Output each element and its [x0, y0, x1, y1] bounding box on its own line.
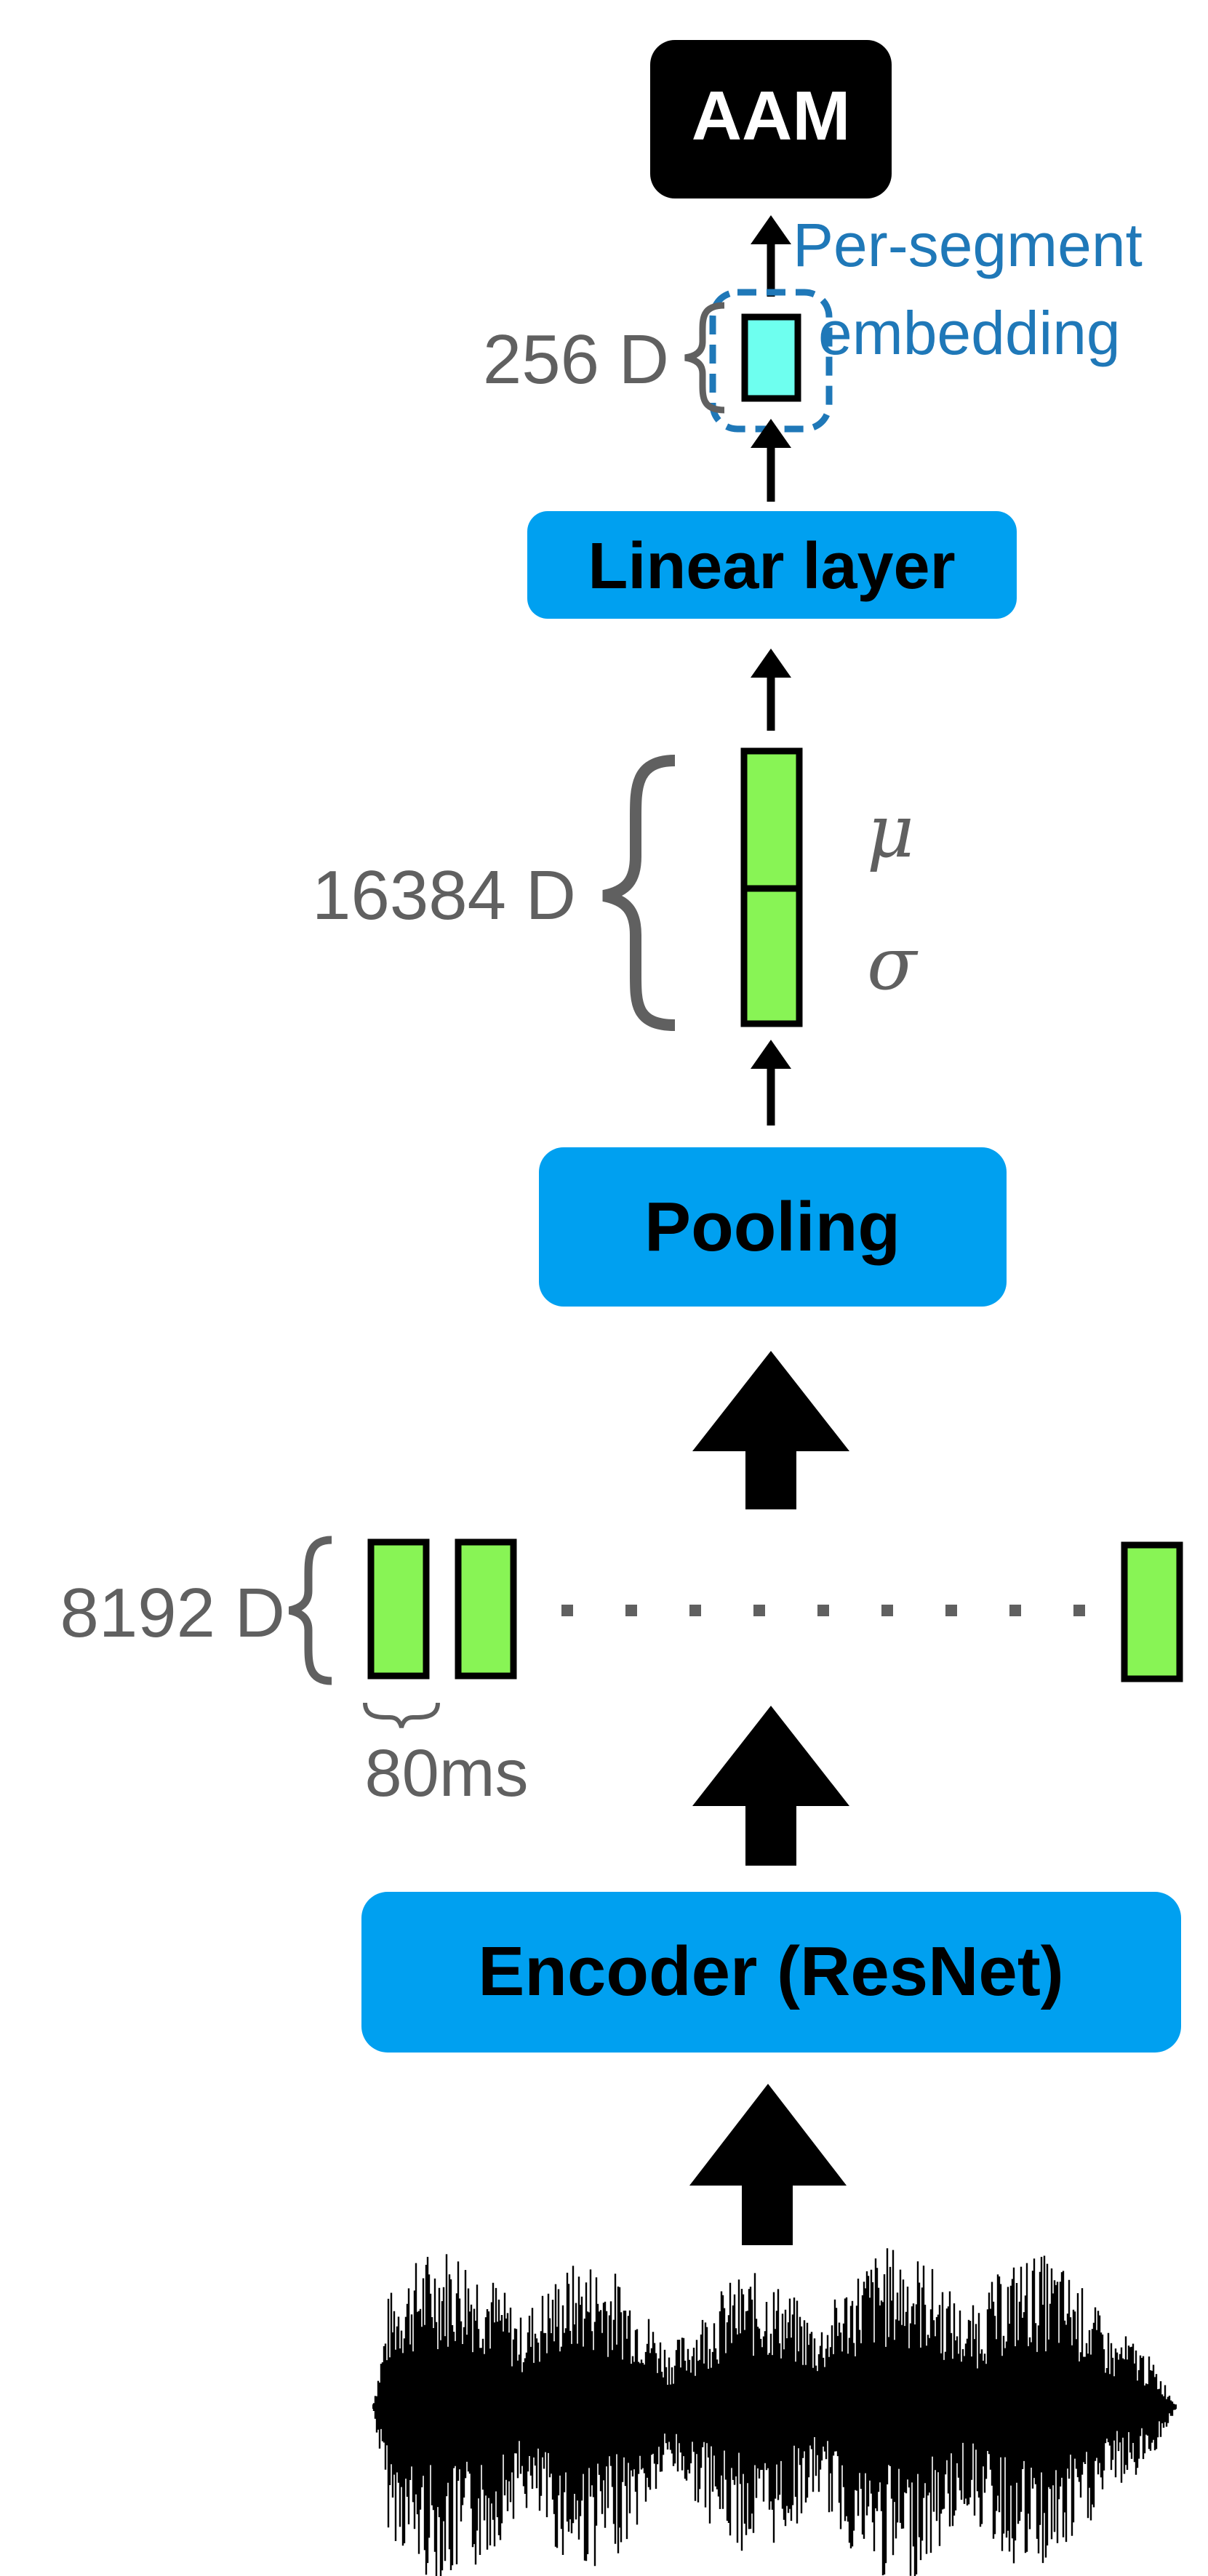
encoder-box: [361, 1892, 1181, 2053]
frame-duration-label: 80ms: [365, 1736, 529, 1810]
pooled-statistics: μ σ: [740, 747, 919, 1027]
frame-feature-2: [455, 1538, 517, 1680]
waveform-trace: [372, 2248, 1177, 2576]
dim-16384-label: 16384 D: [312, 856, 576, 934]
dim-256-label: 256 D: [483, 321, 669, 398]
up-arrow-icon: [692, 1351, 849, 1509]
up-arrow-icon: [692, 1706, 849, 1866]
up-arrow-icon: [751, 215, 791, 244]
frame-features: [367, 1538, 1183, 1682]
mu-label: μ: [867, 789, 914, 874]
aam-box: [650, 40, 892, 198]
per-segment-label-line1: Per-segment: [793, 211, 1143, 279]
frame-feature-last: [1121, 1541, 1183, 1682]
encoder-label: Encoder (ResNet): [478, 1933, 1064, 2010]
per-segment-label-line2: embedding: [818, 299, 1121, 367]
underbrace-80ms-icon: [363, 1702, 440, 1728]
brace-8192-icon: [288, 1536, 332, 1685]
brace-16384-icon: [602, 755, 676, 1031]
pooling-label: Pooling: [644, 1188, 900, 1266]
aam-label: AAM: [692, 77, 851, 155]
brace-256-icon: [684, 302, 725, 414]
sigma-label: σ: [867, 921, 919, 1006]
waveform-icon: [372, 2248, 1177, 2576]
frame-feature-1: [367, 1538, 430, 1680]
linear-layer-label: Linear layer: [588, 530, 955, 603]
encoder-block: Encoder (ResNet): [361, 1892, 1181, 2053]
pooling-box: [539, 1147, 1007, 1307]
ellipsis-dots: [561, 1605, 1085, 1616]
up-arrow-icon: [751, 1040, 791, 1069]
up-arrow-icon: [751, 419, 791, 448]
embedding-vector: [741, 313, 801, 402]
linear-layer-box: [527, 511, 1017, 619]
up-arrow-icon: [751, 649, 791, 678]
dim-8192-label: 8192 D: [60, 1574, 285, 1652]
aam-block: AAM: [650, 40, 892, 198]
linear-layer-block: Linear layer: [527, 511, 1017, 619]
per-segment-embedding: Per-segment embedding: [709, 211, 1143, 433]
up-arrow-icon: [689, 2084, 847, 2245]
pooling-block: Pooling: [539, 1147, 1007, 1307]
